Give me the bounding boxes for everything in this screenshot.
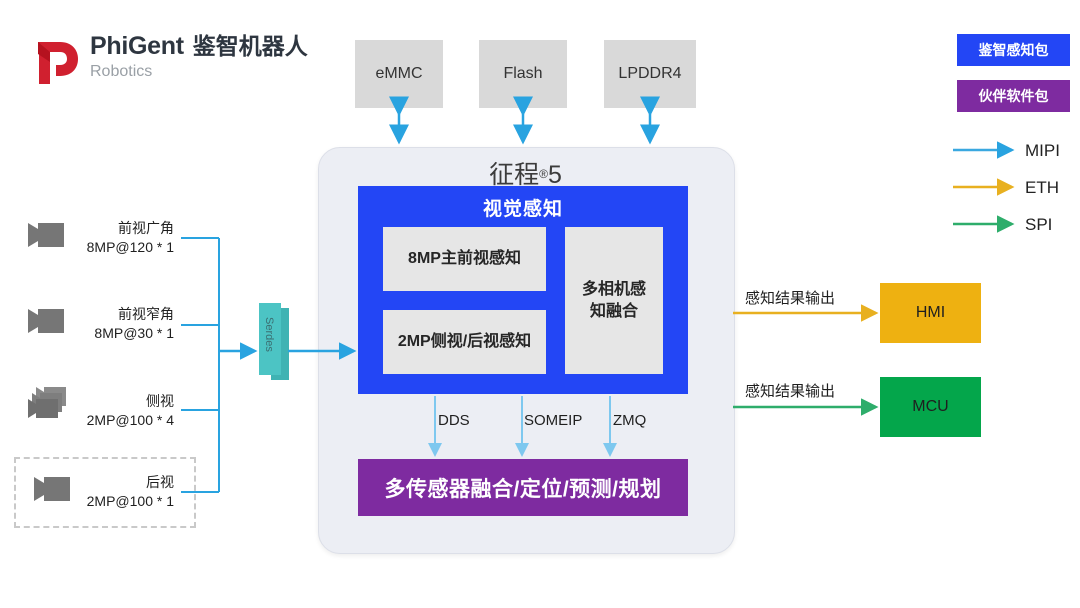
bus-label-zmq: ZMQ bbox=[613, 412, 647, 429]
camera-name-0: 前视广角 bbox=[118, 220, 174, 236]
camera-spec-2: 2MP@100 * 4 bbox=[86, 412, 174, 428]
camera-spec-0: 8MP@120 * 1 bbox=[86, 239, 174, 255]
soc-title-number: 5 bbox=[547, 161, 562, 189]
module-multicam-fusion: 多相机感 知融合 bbox=[565, 227, 663, 374]
output-edge-label-spi: 感知结果输出 bbox=[745, 383, 836, 400]
sensor-fusion-block: 多传感器融合/定位/预测/规划 bbox=[358, 459, 688, 516]
memory-box-lpddr4: LPDDR4 bbox=[604, 40, 696, 108]
camera-stack-icon bbox=[28, 387, 66, 418]
serdes-block bbox=[259, 303, 281, 375]
logo-name-cn: 鉴智机器人 bbox=[192, 33, 308, 59]
soc-title-text: 征程 bbox=[489, 161, 540, 189]
hmi-box: HMI bbox=[880, 283, 981, 343]
legend-chip-phigent-package: 鉴智感知包 bbox=[957, 34, 1070, 66]
module-2mp-side-rear: 2MP侧视/后视感知 bbox=[383, 310, 546, 374]
legend-label-eth: ETH bbox=[1025, 178, 1059, 197]
memory-box-flash: Flash bbox=[479, 40, 567, 108]
camera-label-1: 前视窄角 8MP@30 * 1 bbox=[66, 305, 174, 343]
memory-box-emmc: eMMC bbox=[355, 40, 443, 108]
camera-spec-3: 2MP@100 * 1 bbox=[86, 493, 174, 509]
camera-bus bbox=[181, 237, 220, 493]
camera-label-0: 前视广角 8MP@120 * 1 bbox=[66, 219, 174, 257]
output-edge-label-eth: 感知结果输出 bbox=[745, 290, 836, 307]
logo-name-en: PhiGent bbox=[90, 32, 184, 60]
phigent-p-mark-icon bbox=[38, 42, 78, 84]
brand-logo: PhiGent 鉴智机器人 Robotics bbox=[30, 30, 310, 92]
bus-label-dds: DDS bbox=[438, 412, 470, 429]
camera-icon bbox=[28, 223, 64, 247]
camera-name-2: 侧视 bbox=[146, 393, 174, 409]
camera-icon bbox=[28, 309, 64, 333]
legend-label-mipi: MIPI bbox=[1025, 141, 1060, 160]
camera-label-2: 侧视 2MP@100 * 4 bbox=[66, 392, 174, 430]
camera-name-3: 后视 bbox=[146, 474, 174, 490]
camera-label-3: 后视 2MP@100 * 1 bbox=[66, 473, 174, 511]
logo-subtitle: Robotics bbox=[90, 63, 153, 80]
serdes-label-wrap: Serdes bbox=[259, 303, 281, 375]
legend-chip-partner-package: 伙伴软件包 bbox=[957, 80, 1070, 112]
mcu-box: MCU bbox=[880, 377, 981, 437]
camera-icon bbox=[34, 477, 70, 501]
legend-label-spi: SPI bbox=[1025, 215, 1053, 234]
bus-label-someip: SOMEIP bbox=[524, 412, 583, 429]
soc-title: 征程®5 bbox=[318, 155, 733, 191]
visual-perception-title: 视觉感知 bbox=[482, 199, 563, 220]
soc-title-trademark: ® bbox=[539, 167, 548, 181]
camera-spec-1: 8MP@30 * 1 bbox=[94, 325, 174, 341]
serdes-label: Serdes bbox=[263, 317, 275, 352]
module-8mp-front: 8MP主前视感知 bbox=[383, 227, 546, 291]
camera-name-1: 前视窄角 bbox=[118, 306, 174, 322]
